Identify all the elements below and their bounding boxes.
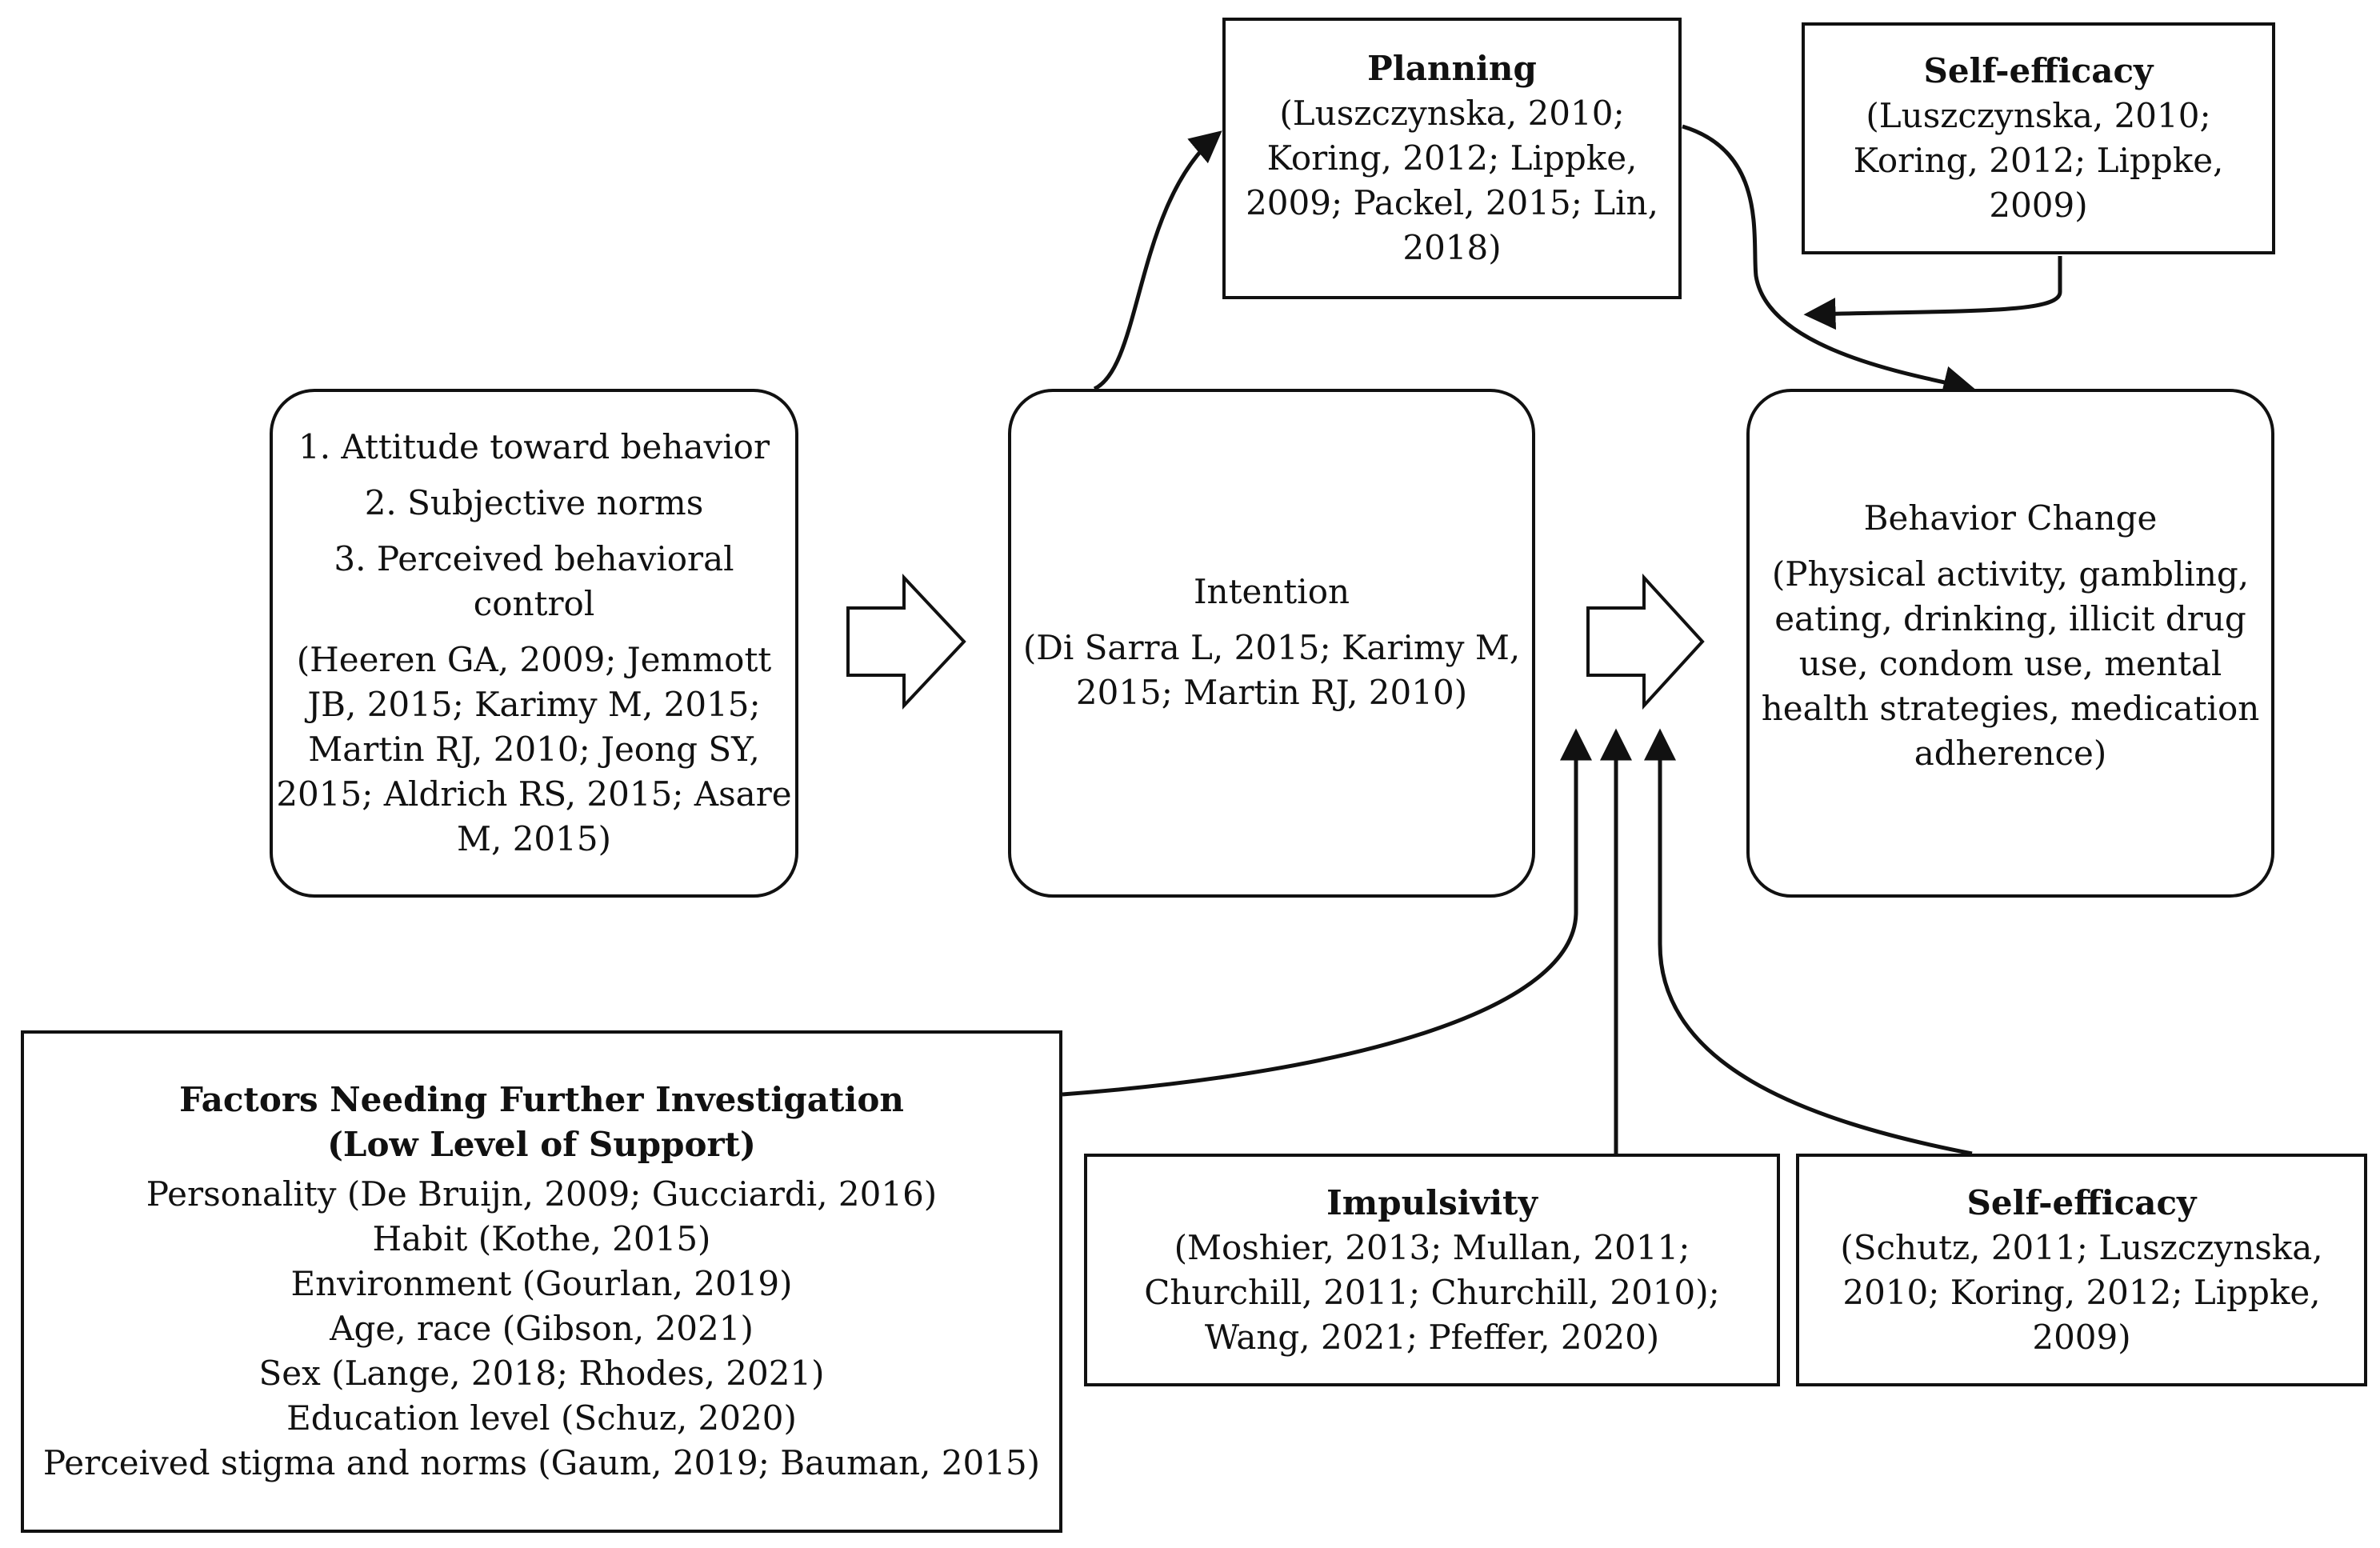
planning-ref-line: Koring, 2012; Lippke, [1266,138,1638,178]
behavior-change-title: Behavior Change [1863,498,2158,538]
self-efficacy-bottom-ref-line: (Schutz, 2011; Luszczynska, [1840,1227,2323,1267]
factors-line: Age, race (Gibson, 2021) [330,1309,754,1348]
determinant-item: 1. Attitude toward behavior [298,427,770,466]
determinants-ref-line: Martin RJ, 2010; Jeong SY, [308,730,760,769]
arrow-planning-to-behavior [1682,124,1976,398]
impulsivity-ref-line: Churchill, 2011; Churchill, 2010); [1144,1272,1720,1312]
self-efficacy-top-ref-line: (Luszczynska, 2010; [1866,96,2211,135]
arrow-selfefficacy-bottom-moderation [1644,728,1973,1156]
determinants-ref-line: JB, 2015; Karimy M, 2015; [307,685,761,724]
behavior-change-line: use, condom use, mental [1798,644,2222,683]
self-efficacy-bottom-ref-line: 2010; Koring, 2012; Lippke, [1842,1272,2321,1312]
determinants-ref-line: (Heeren GA, 2009; Jemmott [296,640,772,679]
self-efficacy-bottom-title: Self-efficacy [1966,1182,2197,1222]
impulsivity-ref-line: (Moshier, 2013; Mullan, 2011; [1174,1227,1690,1267]
determinants-ref-line: 2015; Aldrich RS, 2015; Asare [276,774,792,814]
behavior-change-box: Behavior Change (Physical activity, gamb… [1746,389,2274,898]
intention-ref-line: 2015; Martin RJ, 2010) [1075,673,1468,712]
behavior-change-line: (Physical activity, gambling, [1771,554,2250,594]
determinants-ref-line: M, 2015) [457,819,611,858]
impulsivity-ref-line: Wang, 2021; Pfeffer, 2020) [1204,1317,1660,1357]
planning-title: Planning [1367,49,1537,88]
factors-line: Habit (Kothe, 2015) [372,1219,711,1258]
arrow-selfefficacy-top [1803,256,2062,330]
arrow-factors-moderation [1062,728,1592,1097]
factors-line: Sex (Lange, 2018; Rhodes, 2021) [258,1354,825,1393]
intention-box: Intention (Di Sarra L, 2015; Karimy M, 2… [1008,389,1535,898]
impulsivity-title: Impulsivity [1326,1182,1538,1222]
self-efficacy-top-box: Self-efficacy (Luszczynska, 2010; Koring… [1802,22,2275,254]
self-efficacy-top-title: Self-efficacy [1923,51,2154,90]
factors-box: Factors Needing Further Investigation (L… [21,1030,1062,1533]
planning-ref-line: 2009; Packel, 2015; Lin, [1246,183,1658,222]
intention-ref-line: (Di Sarra L, 2015; Karimy M, [1022,628,1521,667]
self-efficacy-bottom-ref-line: 2009) [2032,1317,2131,1357]
determinant-item: 2. Subjective norms [364,483,704,522]
behavior-change-line: health strategies, medication [1761,689,2260,728]
self-efficacy-top-ref-line: Koring, 2012; Lippke, [1853,141,2224,180]
planning-ref-line: (Luszczynska, 2010; [1279,94,1625,133]
arrow-intention-to-planning [1093,130,1222,391]
behavior-change-line: adherence) [1914,734,2107,773]
block-arrow-to-behavior [1586,573,1705,710]
block-arrow-to-intention [846,573,966,710]
intention-title: Intention [1193,572,1350,611]
factors-title: Factors Needing Further Investigation [179,1080,904,1119]
planning-ref-line: 2018) [1402,228,1502,267]
factors-line: Environment (Gourlan, 2019) [290,1264,793,1303]
determinant-item: control [473,584,595,623]
planning-box: Planning (Luszczynska, 2010; Koring, 201… [1222,18,1682,299]
determinant-item: 3. Perceived behavioral [334,539,734,578]
factors-line: Perceived stigma and norms (Gaum, 2019; … [42,1443,1041,1482]
factors-line: Personality (De Bruijn, 2009; Gucciardi,… [146,1174,938,1214]
impulsivity-box: Impulsivity (Moshier, 2013; Mullan, 2011… [1084,1154,1780,1386]
behavior-change-line: eating, drinking, illicit drug [1774,599,2246,638]
self-efficacy-top-ref-line: 2009) [1989,186,2088,225]
self-efficacy-bottom-box: Self-efficacy (Schutz, 2011; Luszczynska… [1796,1154,2367,1386]
factors-subtitle: (Low Level of Support) [327,1125,756,1164]
determinants-box: 1. Attitude toward behavior 2. Subjectiv… [270,389,798,898]
factors-line: Education level (Schuz, 2020) [286,1398,797,1438]
